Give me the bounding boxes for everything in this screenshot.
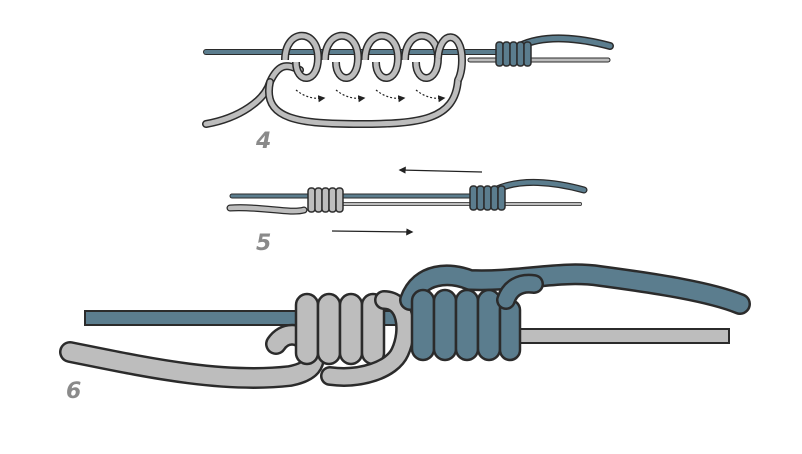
step-4-blue-knot	[495, 34, 614, 67]
step-6-gray-coils	[294, 290, 416, 387]
step-6-number: 6	[66, 379, 81, 404]
step-6-blue-knot	[399, 263, 751, 362]
step-5-arrow-right	[331, 228, 414, 236]
step-5-number: 5	[256, 231, 271, 256]
step-6-illustration	[59, 263, 751, 389]
step-4-illustration	[202, 31, 614, 129]
step-4-gray-coils	[281, 31, 467, 83]
step-5-gray-coils	[307, 187, 344, 213]
step-5-arrow-left	[398, 166, 483, 174]
step-5-illustration	[226, 166, 588, 236]
step-4-arrows	[295, 89, 446, 103]
step-4-number: 4	[255, 129, 271, 154]
step-5-blue-knot	[469, 185, 506, 211]
